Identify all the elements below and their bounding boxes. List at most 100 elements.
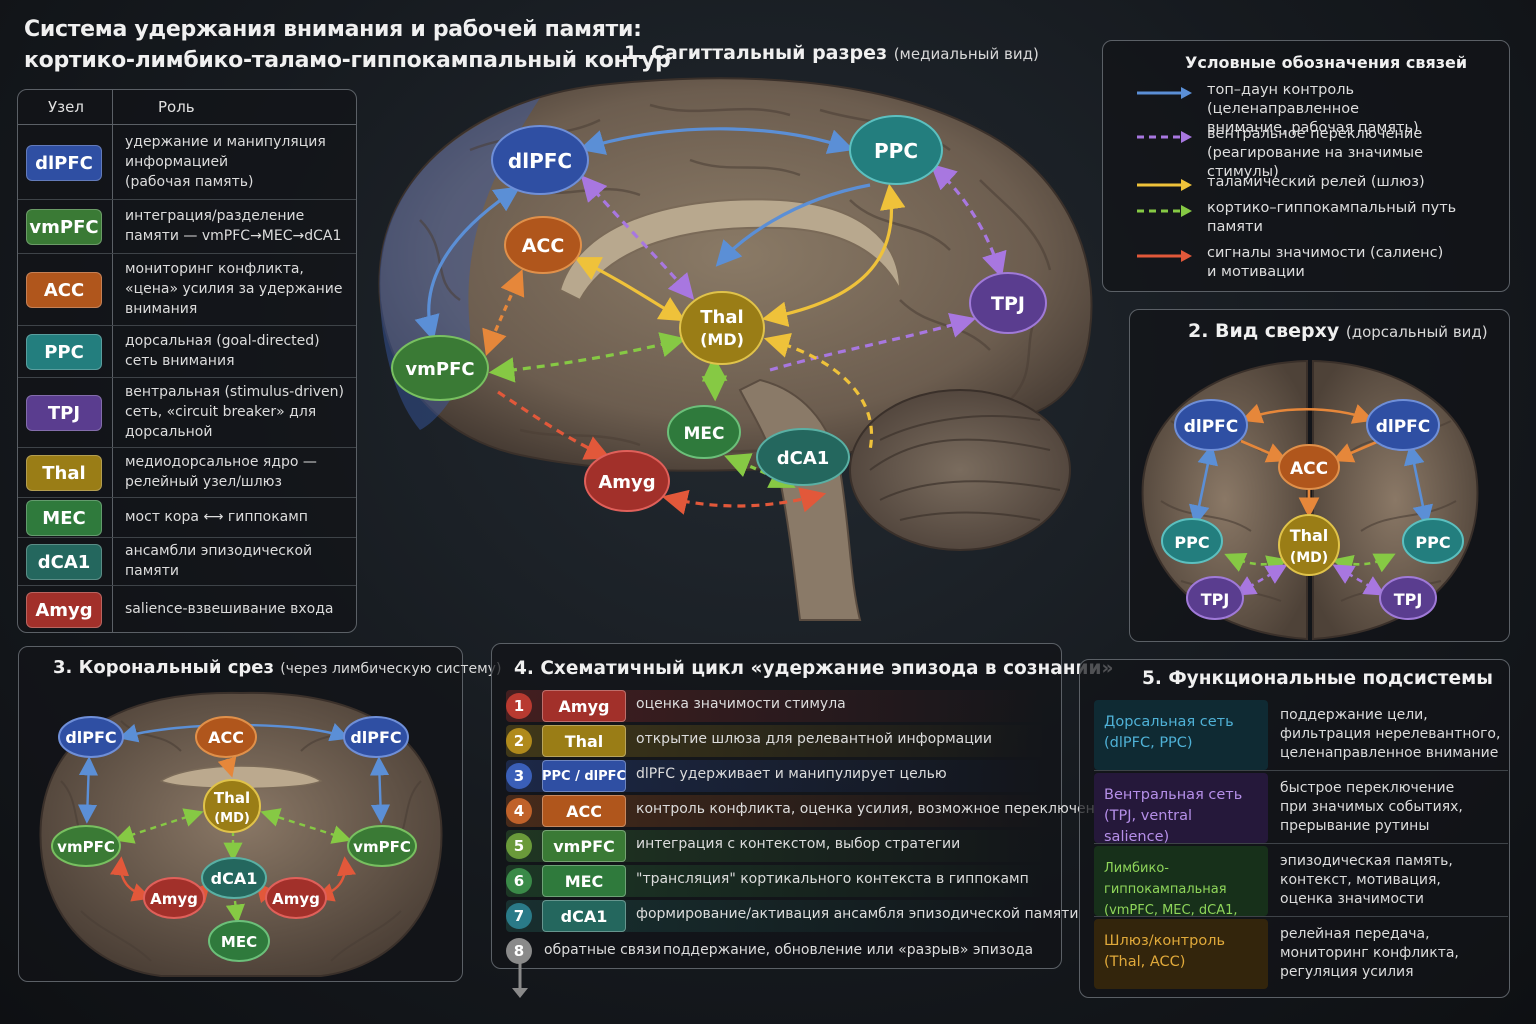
coronal-panel: 3. Корональный срез (через лимбическую с… bbox=[18, 646, 501, 982]
cycle-step-node: MEC bbox=[542, 865, 626, 897]
coronal-ventricles bbox=[159, 765, 323, 790]
cor-label-dlpfc-right: dlPFC bbox=[350, 728, 401, 747]
node-role-text: медиодорсальное ядро — релейный узел/шлю… bbox=[125, 454, 317, 490]
node-amyg[interactable]: Amyg bbox=[584, 450, 670, 512]
label-mec: MEC bbox=[683, 424, 724, 444]
cycle-step-number: 5 bbox=[506, 833, 532, 859]
label-vmpfc: vmPFC bbox=[405, 359, 474, 380]
node-role-text: ансамбли эпизодической памяти bbox=[125, 543, 313, 579]
cor-label-vmpfc-right: vmPFC bbox=[353, 838, 411, 856]
cor-label-dlpfc-left: dlPFC bbox=[65, 728, 116, 747]
feedback-down-arrow bbox=[512, 962, 528, 998]
label-acc: ACC bbox=[522, 235, 565, 257]
subsystem-row: Шлюз/контроль(Thal, ACC)релейная передач… bbox=[1094, 919, 1508, 989]
node-role-text: удержание и манипуляция информацией (раб… bbox=[125, 134, 326, 190]
legend-line-sample bbox=[1137, 179, 1192, 191]
node-role-text: мониторинг конфликта, «цена» усилия за у… bbox=[125, 261, 343, 317]
legend-title: Условные обозначения связей bbox=[1185, 53, 1468, 72]
cor-node-vmpfc-right[interactable]: vmPFC bbox=[347, 825, 417, 867]
cycle-step-node: dCA1 bbox=[542, 900, 626, 932]
node-vmpfc[interactable]: vmPFC bbox=[391, 335, 489, 401]
top-node-tpj-left[interactable]: TPJ bbox=[1186, 576, 1244, 620]
node-acc[interactable]: ACC bbox=[504, 216, 582, 274]
subsystem-name-box: Вентральная сеть(TPJ, ventral salience) bbox=[1094, 773, 1268, 845]
node-dca1[interactable]: dCA1 bbox=[756, 428, 850, 486]
node-dlpfc[interactable]: dlPFC bbox=[491, 125, 589, 195]
top-node-tpj-right[interactable]: TPJ bbox=[1379, 576, 1437, 620]
subsystem-row: Лимбико-гиппокампальная(vmPFC, MEC, dCA1… bbox=[1094, 846, 1508, 939]
cor-node-thal[interactable]: Thal(MD) bbox=[203, 779, 261, 833]
top-label-ppc-left: PPC bbox=[1174, 533, 1209, 552]
top-node-ppc-right[interactable]: PPC bbox=[1402, 518, 1464, 564]
legend-item-text: кортико–гиппокампальный путь памяти bbox=[1207, 200, 1457, 235]
cycle-step-text: "трансляция" кортикального контекста в г… bbox=[636, 871, 1029, 887]
top-label-dlpfc-right: dlPFC bbox=[1376, 417, 1431, 437]
top-node-thal[interactable]: Thal(MD) bbox=[1278, 514, 1340, 576]
top-view-title: 2. Вид сверху (дорсальный вид) bbox=[1188, 320, 1488, 342]
subsystem-name-box: Шлюз/контроль(Thal, ACC) bbox=[1094, 919, 1268, 989]
top-label-tpj-right: TPJ bbox=[1394, 590, 1423, 609]
top-node-dlpfc-left[interactable]: dlPFC bbox=[1174, 399, 1248, 451]
coronal-diagram: dlPFC ACC dlPFC Thal(MD) vmPFC vmPFC dCA… bbox=[39, 691, 443, 977]
cycle-panel: 4. Схематичный цикл «удержание эпизода в… bbox=[491, 643, 1113, 969]
legend-line-sample bbox=[1137, 131, 1192, 143]
cycle-step-node: Thal bbox=[542, 725, 626, 757]
cor-node-acc[interactable]: ACC bbox=[195, 716, 257, 758]
top-node-dlpfc-right[interactable]: dlPFC bbox=[1366, 399, 1440, 451]
legend-line-sample bbox=[1137, 87, 1192, 99]
node-badge-thal: Thal bbox=[26, 455, 102, 491]
node-thal[interactable]: Thal(MD) bbox=[679, 291, 765, 365]
legend-item-text: вентральное переключение (реагирование н… bbox=[1207, 126, 1423, 180]
subsystem-name-box: Дорсальная сеть(dlPFC, PPC) bbox=[1094, 700, 1268, 770]
cor-label-dca1: dCA1 bbox=[211, 869, 258, 888]
label-dlpfc: dlPFC bbox=[508, 149, 572, 173]
node-role-text: salience-взвешивание входа bbox=[125, 601, 334, 617]
cor-node-dlpfc-right[interactable]: dlPFC bbox=[343, 716, 409, 758]
sagittal-title: 1. Сагиттальный разрез (медиальный вид) bbox=[624, 42, 1039, 64]
sagittal-subtitle: (медиальный вид) bbox=[893, 45, 1039, 63]
subsystem-desc: эпизодическая память, контекст, мотиваци… bbox=[1280, 853, 1453, 907]
top-node-ppc-left[interactable]: PPC bbox=[1161, 518, 1223, 564]
node-role-text: вентральная (stimulus-driven) сеть, «cir… bbox=[125, 384, 344, 440]
cycle-step-number: 7 bbox=[506, 903, 532, 929]
subsystem-name-box: Лимбико-гиппокампальная(vmPFC, MEC, dCA1… bbox=[1094, 846, 1268, 939]
cor-node-amyg-left[interactable]: Amyg bbox=[143, 877, 205, 919]
top-view-diagram: dlPFC dlPFC ACC Thal(MD) PPC PPC TPJ TPJ bbox=[1141, 359, 1479, 641]
node-table: Узел Роль dlPFC удержание и манипуляция и… bbox=[17, 89, 357, 633]
node-badge-dlpfc: dlPFC bbox=[26, 145, 102, 181]
node-role-text: дорсальная (goal-directed) сеть внимания bbox=[125, 333, 320, 369]
table-divider bbox=[112, 90, 113, 632]
table-header: Узел Роль bbox=[18, 90, 356, 125]
top-view-subtitle: (дорсальный вид) bbox=[1345, 323, 1488, 341]
top-label-acc: ACC bbox=[1290, 459, 1328, 479]
node-mec[interactable]: MEC bbox=[667, 405, 741, 459]
subsystems-title: 5. Функциональные подсистемы bbox=[1142, 668, 1493, 689]
top-label-thal: Thal bbox=[1290, 526, 1329, 545]
cor-node-dca1[interactable]: dCA1 bbox=[201, 857, 267, 899]
label-thal-md: (MD) bbox=[700, 330, 744, 349]
cor-node-dlpfc-left[interactable]: dlPFC bbox=[58, 716, 124, 758]
subsystems-panel: 5. Функциональные подсистемы Дорсальная … bbox=[1079, 659, 1510, 998]
cycle-step-node: ACC bbox=[542, 795, 626, 827]
subsystem-desc: быстрое переключение при значимых событи… bbox=[1280, 780, 1463, 834]
node-role-text: интеграция/разделение памяти — vmPFC→MEC… bbox=[125, 208, 342, 244]
top-node-acc[interactable]: ACC bbox=[1278, 444, 1340, 490]
cor-node-vmpfc-left[interactable]: vmPFC bbox=[51, 825, 121, 867]
top-label-tpj-left: TPJ bbox=[1201, 590, 1230, 609]
subsystem-nodes: (TPJ, ventral salience) bbox=[1104, 808, 1193, 845]
cor-node-amyg-right[interactable]: Amyg bbox=[265, 877, 327, 919]
node-ppc[interactable]: PPC bbox=[849, 115, 943, 185]
node-tpj[interactable]: TPJ bbox=[969, 272, 1047, 334]
top-view-title-text: 2. Вид сверху bbox=[1188, 320, 1340, 342]
cycle-step-node: vmPFC bbox=[542, 830, 626, 862]
table-row: Thal медиодорсальное ядро — релейный узел… bbox=[18, 447, 356, 498]
sagittal-title-text: 1. Сагиттальный разрез bbox=[624, 42, 888, 64]
cor-node-mec[interactable]: MEC bbox=[208, 920, 270, 962]
